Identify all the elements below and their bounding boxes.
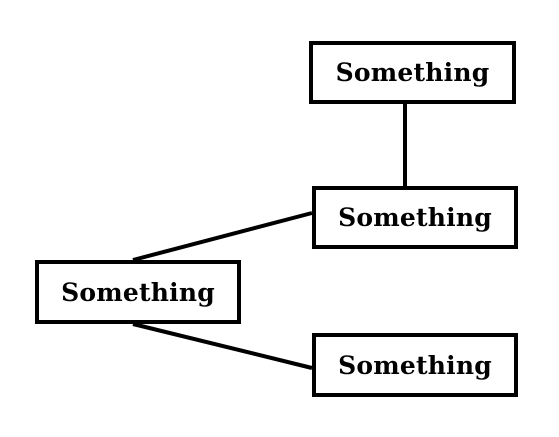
node-bottom-label: Something bbox=[338, 350, 492, 380]
node-left: Something bbox=[35, 260, 241, 324]
node-top-label: Something bbox=[335, 58, 490, 87]
node-top: Something bbox=[309, 41, 516, 104]
node-middle-label: Something bbox=[338, 203, 492, 232]
connector-left-to-bottom bbox=[132, 322, 313, 370]
node-left-label: Something bbox=[61, 277, 215, 307]
node-bottom: Something bbox=[312, 333, 518, 397]
node-middle: Something bbox=[312, 186, 518, 249]
connector-left-to-middle bbox=[132, 211, 313, 262]
